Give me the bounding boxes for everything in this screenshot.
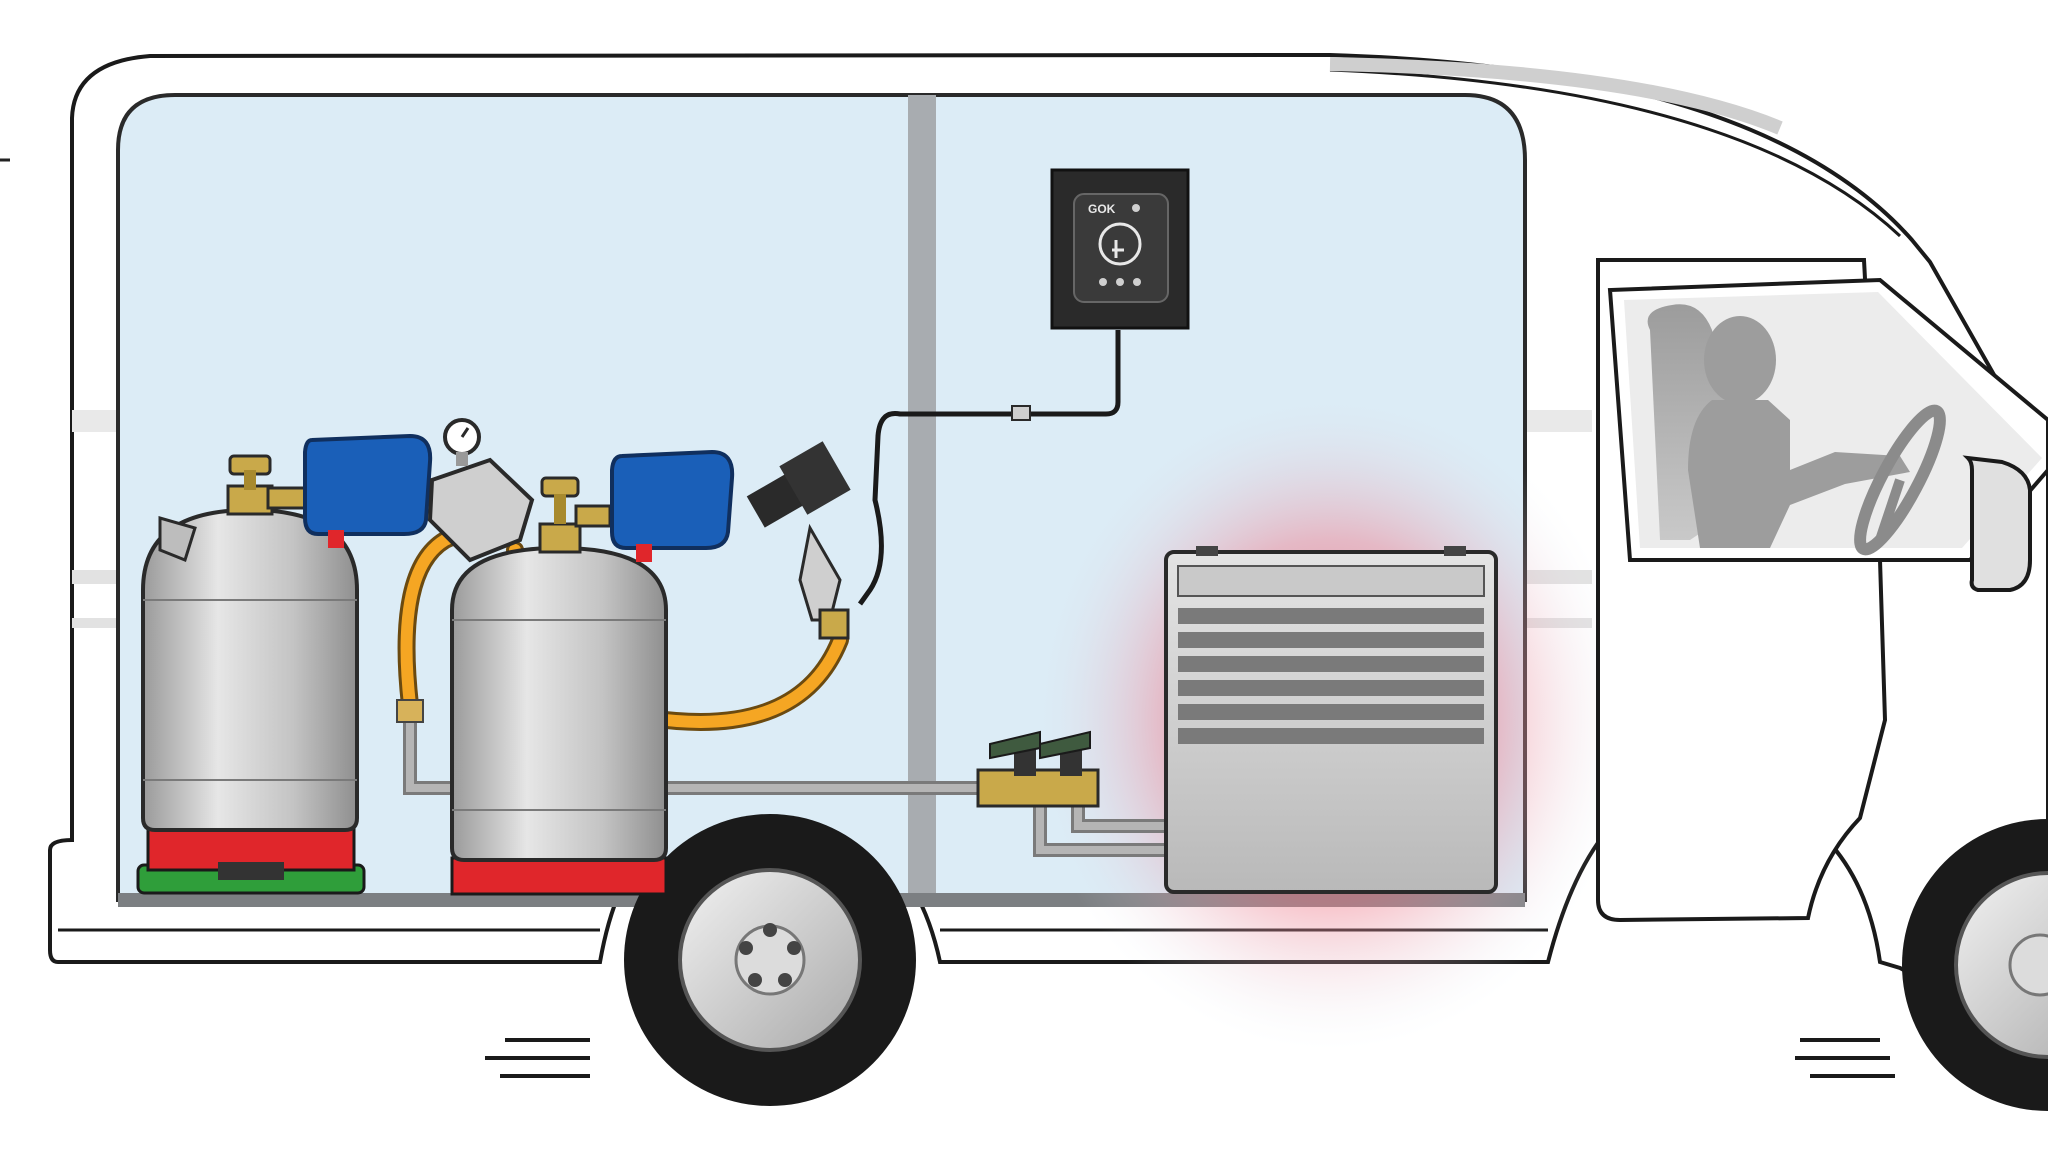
touch-hand-icon[interactable] [1098,222,1142,266]
side-mirror [1962,455,2032,592]
cylinder-1-handle [158,516,197,562]
status-led-icon [1132,204,1140,212]
heater-vents [1178,608,1484,744]
regulator-2 [610,449,735,562]
cylinder-2-base-red [450,856,668,896]
gas-cylinder-2 [450,476,668,896]
left-bottle-icon [1099,278,1107,286]
front-wheel [1902,819,2048,1111]
shutoff-valves [976,730,1100,808]
steering-wheel [1854,404,1946,556]
panel-brand-label: GOK [1088,202,1116,216]
heater-unit [1164,546,1498,894]
partition-wall [908,95,936,900]
driver-silhouette-icon [1688,316,1910,548]
signal-cable [857,330,1121,606]
right-bottle-icon [1133,278,1141,286]
cab [1596,258,2048,923]
cylinder-2-valve [538,522,582,554]
gas-cylinder-1 [136,454,366,895]
cylinder-1-valve [226,484,274,516]
rear-wheel [624,814,916,1106]
changeover-valve [427,418,535,563]
control-panel: GOK [1050,168,1190,330]
crash-sensor-valve [746,441,851,640]
motion-lines [485,1038,1895,1078]
regulator-1 [303,433,433,548]
